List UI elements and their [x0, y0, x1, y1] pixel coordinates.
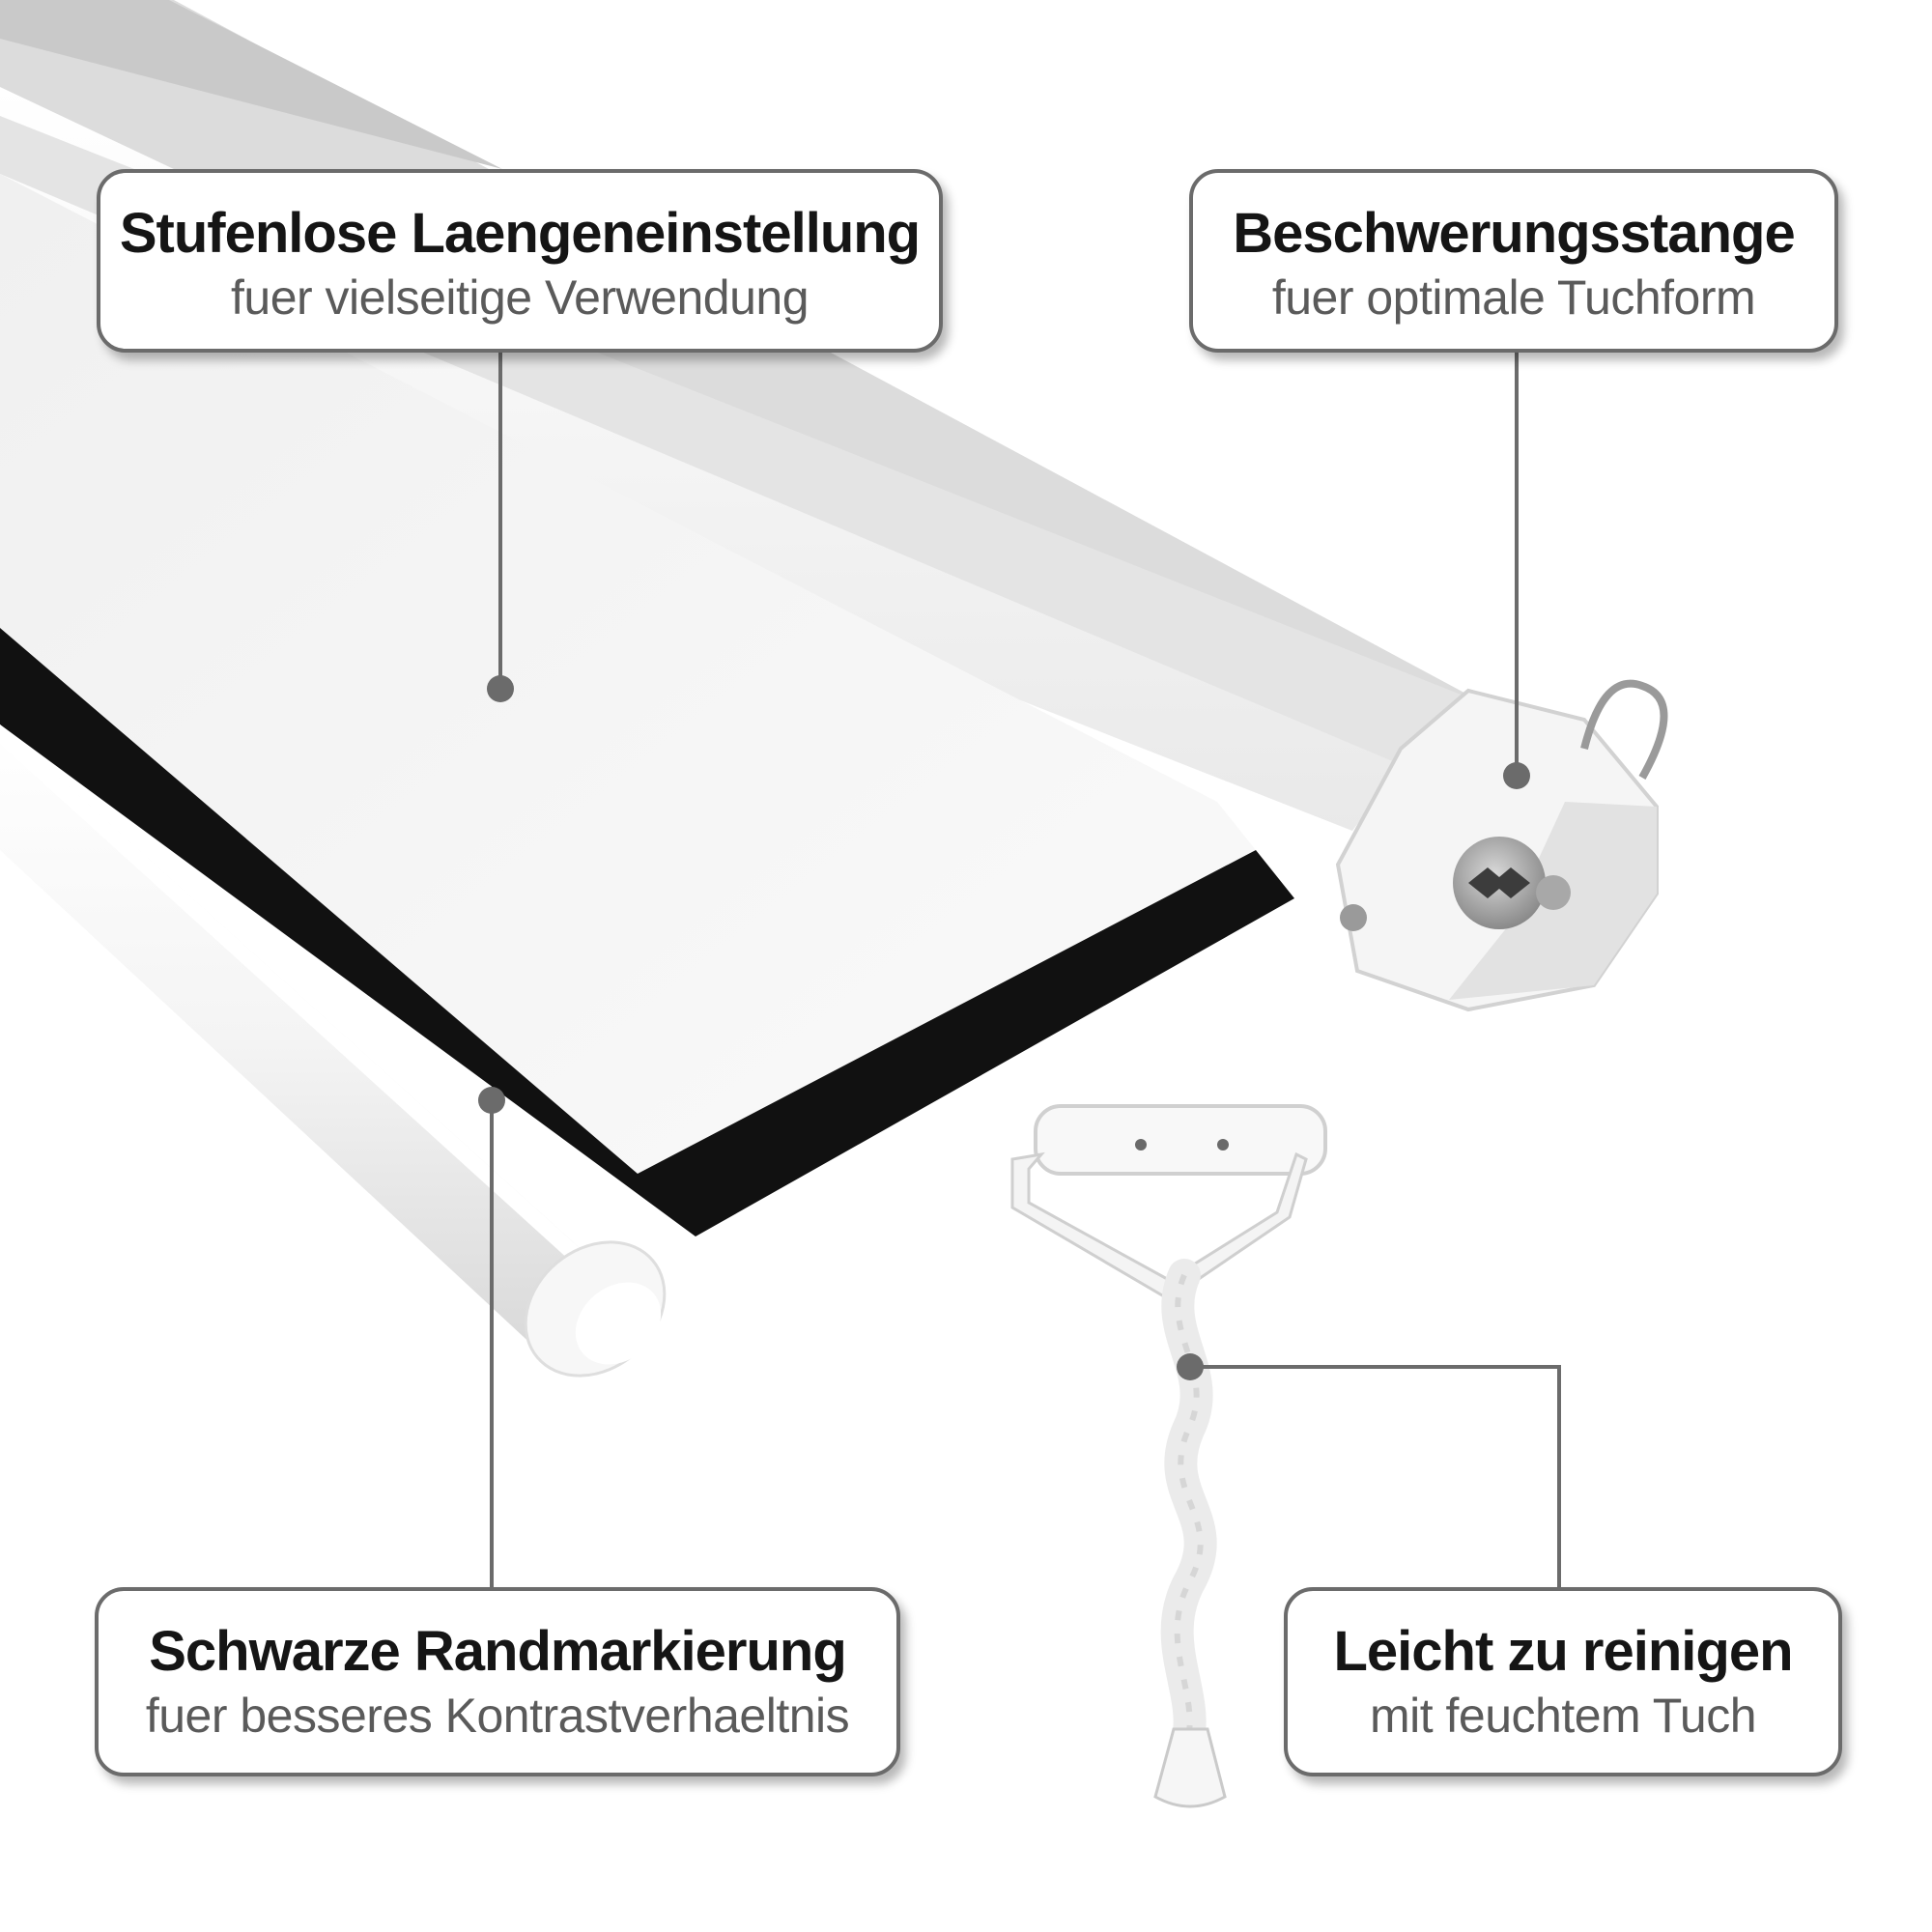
callout-subtitle: fuer optimale Tuchform — [1271, 270, 1756, 325]
leader-lines — [490, 353, 1561, 1587]
callout-length-adjustment: Stufenlose Laengeneinstellung fuer viels… — [97, 169, 943, 353]
callout-title: Schwarze Randmarkierung — [149, 1620, 847, 1683]
leader-dot-handle — [1177, 1353, 1204, 1380]
callout-weighting-bar: Beschwerungsstange fuer optimale Tuchfor… — [1189, 169, 1838, 353]
projection-fabric — [0, 174, 1256, 1174]
callout-subtitle: fuer besseres Kontrastverhaeltnis — [145, 1689, 850, 1743]
leader-dot-fabric — [487, 675, 514, 702]
callout-title: Beschwerungsstange — [1233, 202, 1796, 265]
callout-black-border: Schwarze Randmarkierung fuer besseres Ko… — [95, 1587, 900, 1776]
pull-handle — [1010, 1104, 1327, 1808]
callout-subtitle: mit feuchtem Tuch — [1370, 1689, 1757, 1743]
callout-title: Stufenlose Laengeneinstellung — [119, 202, 921, 265]
casing-end-cap — [1335, 679, 1668, 1012]
leader-dot-border — [478, 1087, 505, 1114]
weighting-bar — [0, 724, 667, 1378]
leader-dots — [478, 675, 1530, 1380]
leader-dot-end-cap — [1503, 762, 1530, 789]
callout-subtitle: fuer vielseitige Verwendung — [231, 270, 810, 325]
callout-easy-cleaning: Leicht zu reinigen mit feuchtem Tuch — [1284, 1587, 1842, 1776]
callout-title: Leicht zu reinigen — [1333, 1620, 1793, 1683]
